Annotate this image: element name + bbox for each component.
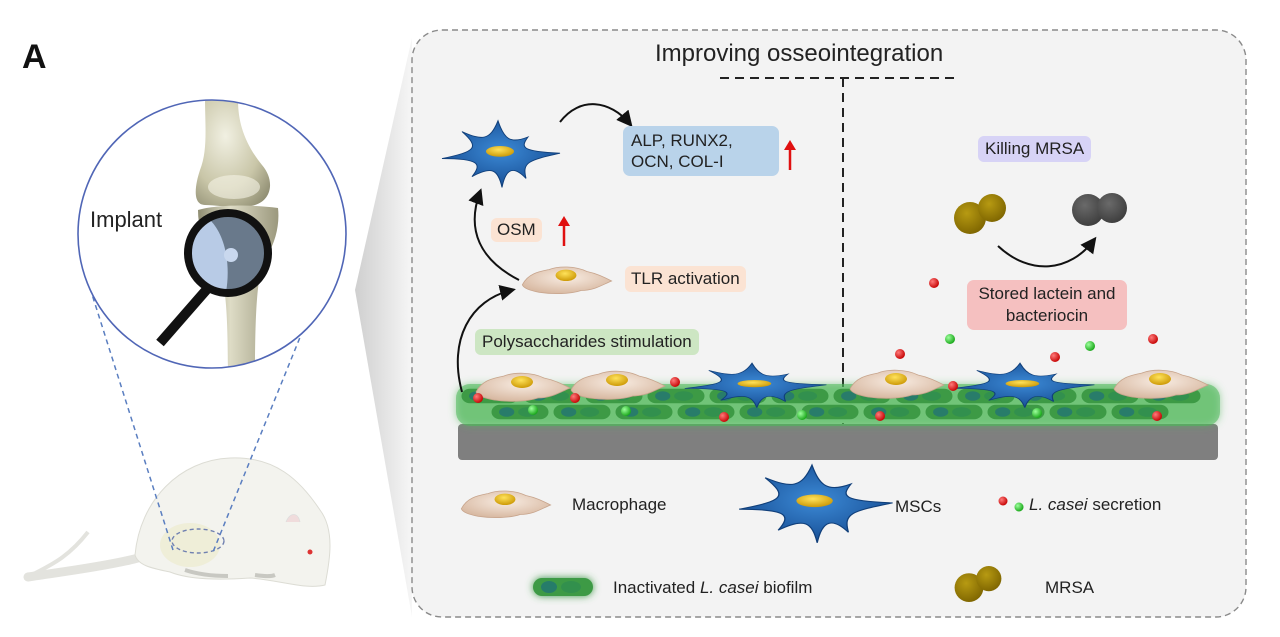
implant-label: Implant bbox=[90, 207, 163, 232]
diagram-title: Improving osseointegration bbox=[655, 40, 944, 67]
red-secretion-dot bbox=[570, 393, 580, 403]
biofilm-rod bbox=[801, 404, 859, 420]
rat-illustration bbox=[23, 457, 331, 587]
red-secretion-dot bbox=[929, 278, 939, 288]
panel-letter: A bbox=[22, 38, 47, 76]
green-secretion-dot bbox=[797, 410, 807, 420]
biofilm-rod bbox=[925, 404, 983, 420]
title-bracket bbox=[720, 77, 960, 424]
knee-zoom-circle bbox=[77, 99, 347, 369]
biofilm-rod bbox=[1049, 404, 1107, 420]
green-secretion-dot bbox=[1085, 341, 1095, 351]
red-secretion-dot bbox=[875, 411, 885, 421]
red-secretion-dot bbox=[895, 349, 905, 359]
legend-red-secretion-icon bbox=[998, 496, 1008, 506]
biofilm-rod bbox=[553, 404, 611, 420]
legend-biofilm-post: biofilm bbox=[758, 578, 813, 597]
tlr-activation-label: TLR activation bbox=[625, 266, 746, 292]
secretion-dots bbox=[473, 278, 1162, 422]
red-secretion-dot bbox=[473, 393, 483, 403]
red-secretion-dot bbox=[1050, 352, 1060, 362]
red-secretion-dot bbox=[719, 412, 729, 422]
legend-secretion-label: L. casei secretion bbox=[1029, 495, 1161, 515]
legend-secretion-rest: secretion bbox=[1087, 495, 1162, 514]
green-secretion-dot bbox=[945, 334, 955, 344]
arrow-msc-to-markers bbox=[559, 103, 633, 128]
mechanism-panel bbox=[411, 29, 1247, 618]
legend-biofilm-icon bbox=[533, 578, 593, 596]
zoom-line-left bbox=[89, 287, 174, 551]
legend-biofilm-species: L. casei bbox=[699, 578, 759, 597]
osm-label: OSM bbox=[491, 218, 542, 242]
biofilm-rod bbox=[863, 404, 921, 420]
biofilm-rod bbox=[647, 388, 705, 404]
legend-macrophage-label: Macrophage bbox=[572, 495, 667, 514]
legend-msc-label: MSCs bbox=[895, 497, 942, 516]
legend-green-secretion-icon bbox=[1014, 502, 1024, 512]
red-secretion-dot bbox=[1152, 411, 1162, 421]
osteogenic-markers-box: ALP, RUNX2, OCN, COL-I bbox=[623, 126, 779, 176]
legend-biofilm-label: Inactivated L. casei biofilm bbox=[613, 578, 812, 598]
up-arrow-markers bbox=[784, 140, 796, 170]
up-arrow-osm bbox=[558, 216, 570, 246]
magnifier-handle bbox=[156, 284, 212, 347]
legend-biofilm-pre: Inactivated bbox=[613, 578, 700, 597]
arrow-biofilm-to-macrophage bbox=[456, 285, 516, 393]
green-secretion-dot bbox=[621, 406, 631, 416]
polysaccharides-stimulation-label: Polysaccharides stimulation bbox=[475, 329, 699, 355]
zoom-funnel bbox=[355, 38, 412, 617]
biofilm-rod bbox=[739, 404, 797, 420]
green-secretion-dot bbox=[528, 405, 538, 415]
legend-mrsa-label: MRSA bbox=[1045, 578, 1095, 597]
green-secretion-dot bbox=[1032, 408, 1042, 418]
biofilm-rod bbox=[491, 404, 549, 420]
red-secretion-dot bbox=[948, 381, 958, 391]
implant-surface bbox=[458, 424, 1218, 460]
killing-mrsa-label: Killing MRSA bbox=[978, 136, 1092, 162]
stored-lactein-label: Stored lactein and bacteriocin bbox=[967, 280, 1127, 330]
arrow-macrophage-to-msc bbox=[468, 188, 520, 281]
red-secretion-dot bbox=[670, 377, 680, 387]
red-secretion-dot bbox=[1148, 334, 1158, 344]
legend-secretion-species: L. casei bbox=[1029, 495, 1088, 514]
arrow-mrsa-killing bbox=[997, 236, 1097, 268]
